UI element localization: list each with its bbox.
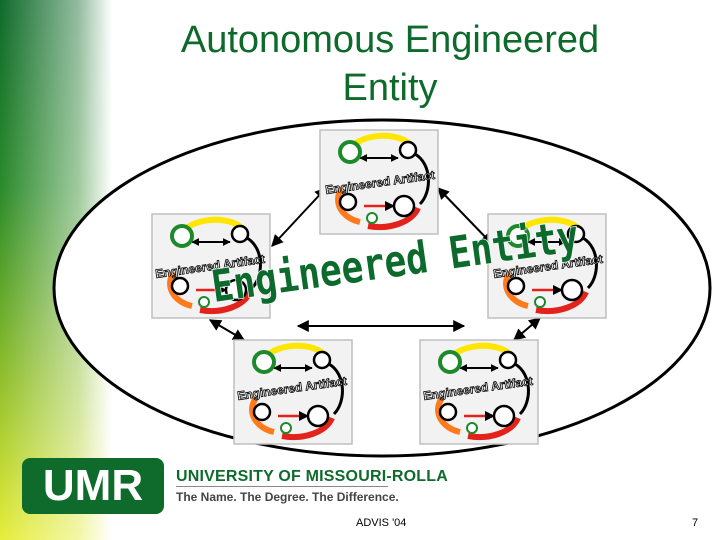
logo-divider (176, 486, 388, 487)
title-line-2: Entity (342, 67, 438, 109)
connection-top-right (437, 187, 493, 245)
entity-boundary-ellipse (52, 118, 712, 458)
artifact-module-bottom-left: Engineered Artifact (234, 340, 352, 444)
university-tagline: The Name. The Degree. The Difference. (176, 490, 399, 504)
connection-top-left (271, 187, 327, 247)
artifact-module-top: Engineered Artifact (320, 130, 438, 234)
title-line-1: Autonomous Engineered (180, 19, 600, 61)
footer-text: ADVIS '04 (356, 517, 407, 529)
logo-abbr: UMR (42, 461, 144, 510)
artifact-module-right: Engineered Artifact (488, 214, 606, 318)
artifact-module-left: Engineered Artifact (152, 214, 270, 318)
university-name: UNIVERSITY OF MISSOURI-ROLLA (176, 468, 448, 485)
umr-logo: UMR (22, 458, 164, 514)
connection-right-bottomright (513, 317, 541, 341)
connection-left-bottomleft (208, 319, 246, 341)
artifact-module-bottom-right: Engineered Artifact (420, 340, 538, 444)
page-number: 7 (692, 517, 699, 529)
slide-title: Autonomous Engineered Entity (100, 16, 680, 112)
artifact-connections (208, 187, 541, 341)
